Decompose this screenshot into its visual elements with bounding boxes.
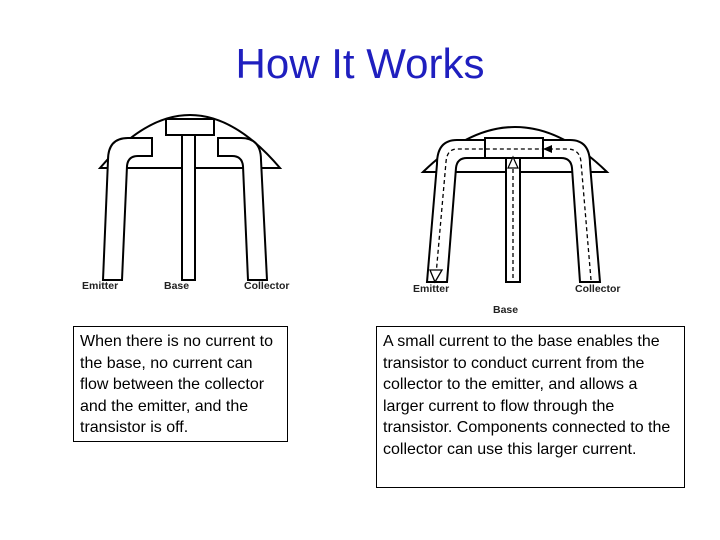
transistor-on-diagram: Emitter Base Collector [405,120,637,320]
emitter-label: Emitter [413,283,450,295]
base-current-arrow [507,155,519,169]
transistor-off-drawing [97,114,283,281]
emitter-label: Emitter [82,280,119,292]
base-top-bar [484,137,544,159]
slide-title: How It Works [235,40,485,87]
collector-lead [217,137,269,281]
on-state-caption: A small current to the base enables the … [376,326,685,488]
collector-lead [542,139,602,283]
current-arrow-collector [543,145,552,153]
base-label: Base [493,304,519,316]
transistor-off-diagram: Emitter Base Collector [78,100,308,300]
emitter-lead [101,137,153,281]
base-lead [181,134,196,281]
transistor-on-drawing [420,126,610,284]
emitter-lead [425,139,486,283]
current-arrow-emitter [429,269,444,284]
base-top-bar [165,118,215,136]
collector-label: Collector [244,280,290,292]
base-label: Base [164,280,190,292]
collector-label: Collector [575,283,621,295]
off-state-caption: When there is no current to the base, no… [73,326,288,442]
